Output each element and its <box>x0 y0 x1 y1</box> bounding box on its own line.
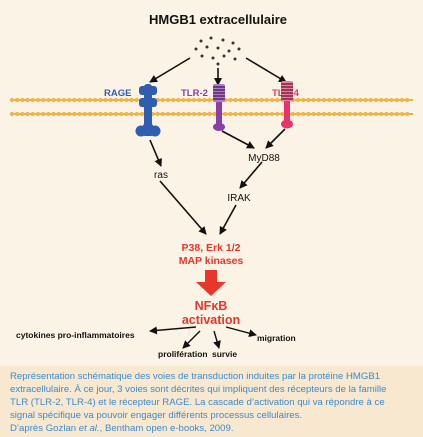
irak-node: IRAK <box>227 193 251 204</box>
nfkb-line1: NFκB <box>195 299 228 313</box>
caption-line-3: TLR (TLR-2, TLR-4) et le récepteur RAGE.… <box>10 397 385 408</box>
activation-arrow-icon <box>196 270 226 296</box>
outcome-survie: survie <box>212 349 237 359</box>
ras-node: ras <box>154 170 168 181</box>
cell-membrane <box>9 97 413 117</box>
pathway-diagram: HMGB1 extracellulaire RAGE TLR-2 TLR-4 <box>9 12 413 359</box>
kinases-line1: P38, Erk 1/2 <box>182 242 241 254</box>
diagram-title: HMGB1 extracellulaire <box>149 12 287 27</box>
tlr2-receptor-icon <box>213 84 225 131</box>
myd88-node: MyD88 <box>248 153 280 164</box>
rage-label: RAGE <box>104 88 131 99</box>
caption-line-4: signal spécifique va pouvoir engager dif… <box>10 410 303 421</box>
outcome-migration: migration <box>257 333 296 343</box>
tlr2-label: TLR-2 <box>181 88 208 99</box>
figure-caption: Représentation schématique des voies de … <box>0 366 423 437</box>
source-italic: et al. <box>78 423 100 434</box>
caption-line-2: extracellulaire. À ce jour, 3 voies sont… <box>10 384 387 395</box>
ligand-arrows <box>149 57 287 86</box>
outcome-arrows <box>149 326 257 349</box>
kinases-line2: MAP kinases <box>179 255 244 267</box>
caption-source: D’après Gozlan et al., Bentham open e-bo… <box>10 422 417 435</box>
rage-receptor-icon <box>135 84 161 137</box>
caption-line-1: Représentation schématique des voies de … <box>10 371 381 382</box>
source-suffix: , Bentham open e-books, 2009. <box>99 423 234 434</box>
outcome-proliferation: prolifération <box>158 349 208 359</box>
hmgb1-particles <box>194 36 241 66</box>
source-prefix: D’après Gozlan <box>10 423 79 434</box>
tlr4-receptor-icon <box>281 81 293 129</box>
signaling-arrows <box>149 128 286 235</box>
nfkb-line2: activation <box>182 313 240 327</box>
outcome-cytokines: cytokines pro-inflammatoires <box>16 330 135 340</box>
